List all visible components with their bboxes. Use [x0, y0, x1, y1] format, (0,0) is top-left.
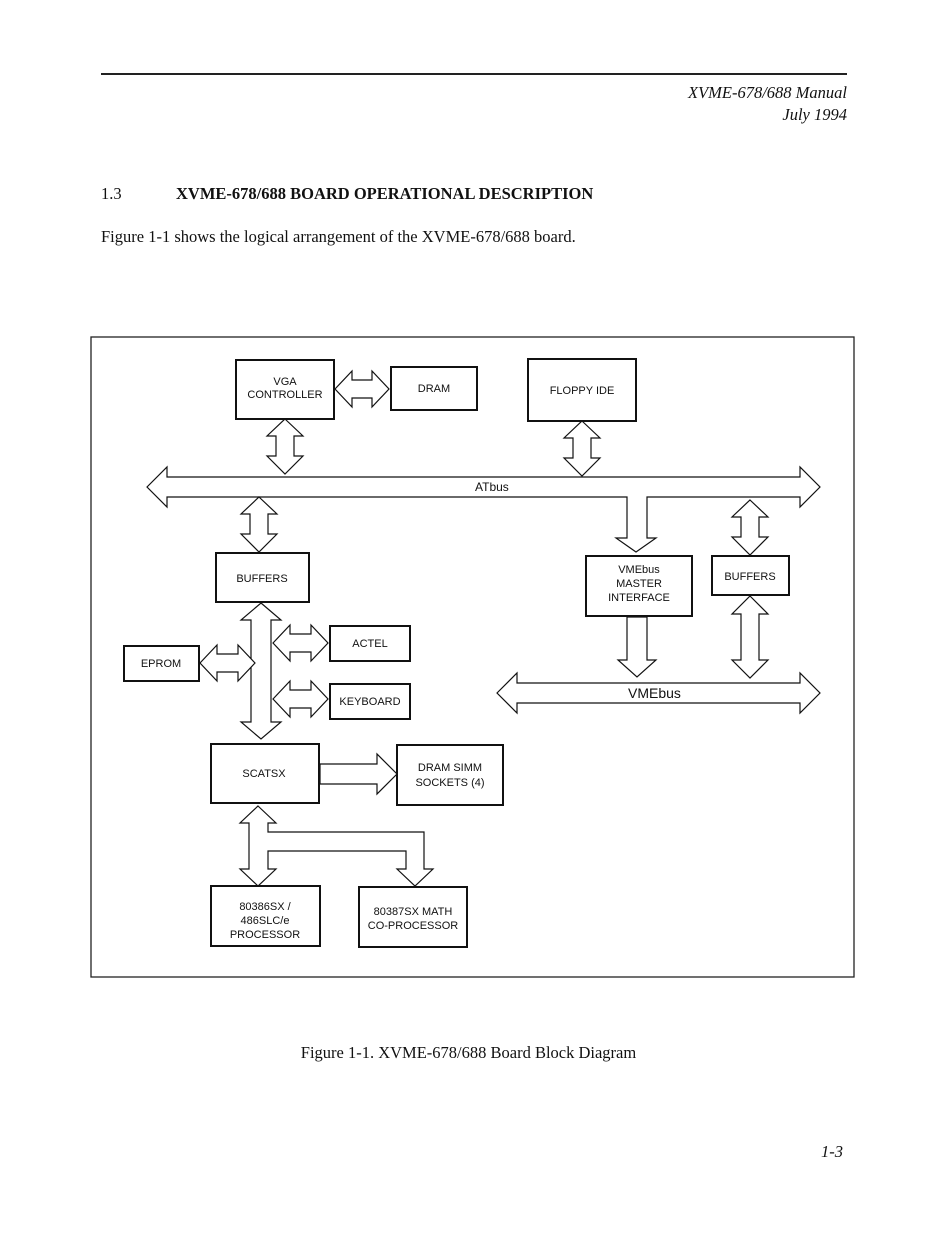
local-bus-arrow [239, 602, 283, 740]
atbus-buffers-right-arrow [730, 499, 770, 556]
buffers-right-vmebus-arrow [730, 595, 770, 679]
master-line-3: INTERFACE [608, 592, 670, 604]
processor-bus-arrow [238, 805, 435, 887]
keyboard-bus-arrow [272, 679, 329, 719]
page-number: 1-3 [821, 1142, 843, 1161]
buffers-left-label: BUFFERS [236, 573, 287, 585]
cpu-line-2: 486SLC/e [241, 915, 290, 927]
section-title: XVME-678/688 BOARD OPERATIONAL DESCRIPTI… [176, 184, 594, 203]
figure-caption: Figure 1-1. XVME-678/688 Board Block Dia… [300, 1043, 637, 1062]
scatsx-block: SCATSX [210, 743, 320, 804]
header-date: July 1994 [782, 105, 847, 124]
figure-frame [90, 336, 855, 978]
floppy-atbus-arrow [562, 420, 602, 477]
simm-line-2: SOCKETS (4) [415, 777, 484, 789]
section-number: 1.3 [101, 184, 122, 203]
cpu-line-3: PROCESSOR [230, 929, 300, 941]
atbus-arrow [146, 465, 821, 553]
buffers-right-block: BUFFERS [711, 555, 790, 596]
eprom-block: EPROM [123, 645, 200, 682]
master-line-2: MASTER [616, 578, 662, 590]
atbus-buffers-left-arrow [239, 496, 279, 553]
vga-line-2: CONTROLLER [247, 389, 322, 401]
vga-atbus-arrow [265, 418, 305, 475]
vmebus-arrow [496, 671, 821, 715]
floppy-ide-block: FLOPPY IDE [527, 358, 637, 422]
actel-label: ACTEL [352, 638, 387, 650]
actel-block: ACTEL [329, 625, 411, 662]
vmebus-master-block: VMEbus MASTER INTERFACE [585, 555, 693, 617]
fpu-line-1: 80387SX MATH [374, 906, 453, 918]
master-vmebus-arrow [616, 616, 658, 678]
vga-controller-block: VGA CONTROLLER [235, 359, 335, 420]
vga-dram-arrow [334, 369, 390, 409]
header-title: XVME-678/688 Manual [687, 83, 847, 102]
dram-label: DRAM [418, 383, 450, 395]
scatsx-label: SCATSX [242, 768, 286, 780]
dram-simm-block: DRAM SIMM SOCKETS (4) [396, 744, 504, 806]
keyboard-label: KEYBOARD [339, 696, 400, 708]
coprocessor-block: 80387SX MATH CO-PROCESSOR [358, 886, 468, 948]
actel-bus-arrow [272, 623, 329, 663]
cpu-line-1: 80386SX / [239, 901, 291, 913]
scatsx-simm-arrow [319, 752, 398, 796]
eprom-bus-arrow [199, 643, 256, 683]
buffers-right-label: BUFFERS [724, 571, 775, 583]
master-line-1: VMEbus [618, 564, 660, 576]
eprom-label: EPROM [141, 658, 181, 670]
dram-block: DRAM [390, 366, 478, 411]
floppy-label: FLOPPY IDE [550, 385, 615, 397]
atbus-label: ATbus [475, 480, 509, 494]
intro-paragraph: Figure 1-1 shows the logical arrangement… [101, 227, 576, 246]
vmebus-label: VMEbus [628, 685, 681, 701]
simm-line-1: DRAM SIMM [418, 762, 482, 774]
fpu-line-2: CO-PROCESSOR [368, 920, 459, 932]
keyboard-block: KEYBOARD [329, 683, 411, 720]
buffers-left-block: BUFFERS [215, 552, 310, 603]
vga-line-1: VGA [273, 376, 297, 388]
processor-block: 80386SX / 486SLC/e PROCESSOR [210, 885, 321, 947]
header-rule [101, 73, 847, 75]
